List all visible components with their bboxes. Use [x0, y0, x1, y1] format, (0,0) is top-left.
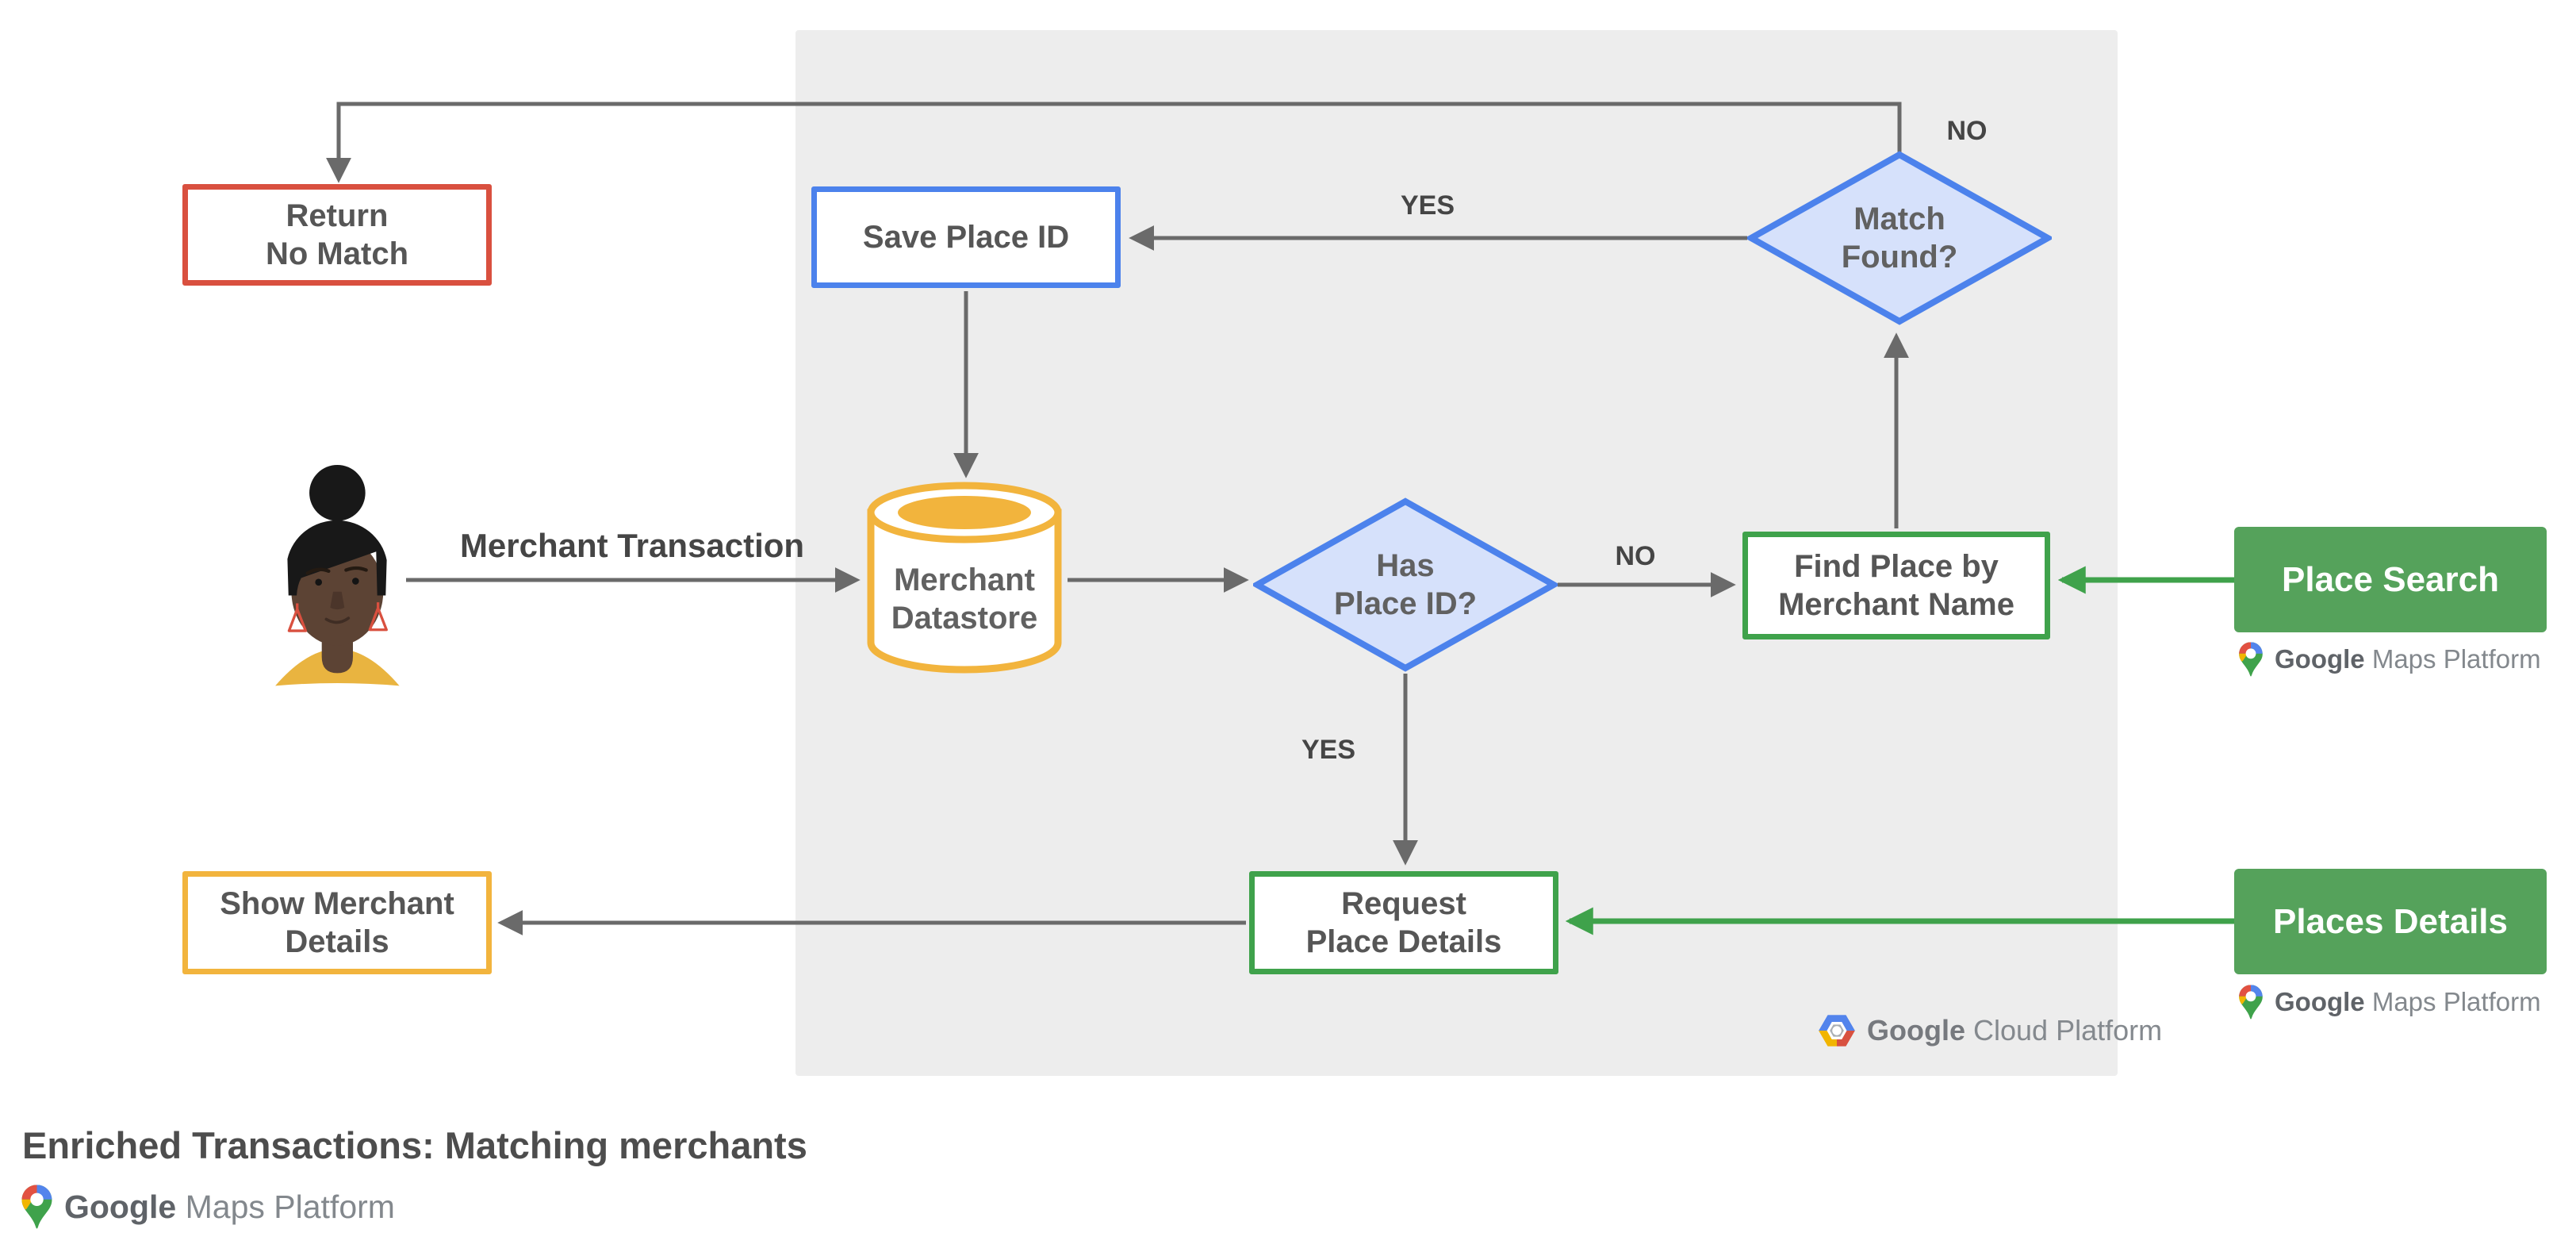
cloud-hexagon-icon — [1818, 1014, 1856, 1047]
gmp-brand: Google — [2275, 644, 2365, 674]
edge-label-merchant-transaction: Merchant Transaction — [459, 527, 805, 564]
node-return-no-match: Return No Match — [182, 184, 492, 286]
decision-match-found: Match Found? — [1747, 151, 2052, 325]
gmp-brand: Google — [2275, 987, 2365, 1016]
gmp-product: Maps Platform — [2371, 987, 2541, 1016]
gmp-product: Maps Platform — [185, 1188, 395, 1225]
maps-pin-icon — [21, 1184, 53, 1230]
api-places-details: Places Details — [2234, 869, 2547, 974]
node-request-place-details: Request Place Details — [1249, 871, 1558, 974]
maps-pin-icon — [2238, 984, 2264, 1020]
user-avatar — [275, 464, 400, 686]
gmp-product: Maps Platform — [2371, 644, 2541, 674]
cylinder-shape — [867, 482, 1062, 674]
edge-label-no-top: NO — [1946, 116, 1988, 146]
datastore-merchant: Merchant Datastore — [864, 479, 1064, 678]
node-save-place-id: Save Place ID — [811, 186, 1121, 288]
gcp-brand: Google — [1867, 1014, 1965, 1047]
gmp-logo-place-search: Google Maps Platform — [2238, 641, 2541, 678]
gcp-product: Cloud Platform — [1973, 1014, 2163, 1047]
gcp-logo: Google Cloud Platform — [1818, 1014, 2162, 1047]
diamond-shape — [1253, 497, 1558, 672]
gmp-logo-text: Google Maps Platform — [2275, 987, 2541, 1017]
api-place-search: Place Search — [2234, 527, 2547, 632]
gmp-logo-text: Google Maps Platform — [2275, 644, 2541, 674]
node-show-merchant-details: Show Merchant Details — [182, 871, 492, 974]
node-find-place-by-merchant-name: Find Place by Merchant Name — [1742, 532, 2050, 639]
gmp-logo-footer: Google Maps Platform — [21, 1184, 395, 1230]
gmp-brand: Google — [64, 1188, 177, 1225]
gmp-logo-text: Google Maps Platform — [64, 1189, 395, 1226]
edge-label-no-mid: NO — [1615, 541, 1656, 571]
decision-has-place-id: Has Place ID? — [1253, 497, 1558, 672]
decision-has-place-id-label: Has Place ID? — [1333, 548, 1478, 621]
decision-match-found-label: Match Found? — [1841, 202, 1958, 275]
diamond-shape — [1747, 151, 2052, 325]
edge-label-yes-top: YES — [1400, 190, 1455, 221]
edge-label-yes-mid: YES — [1301, 735, 1356, 765]
gcp-logo-text: Google Cloud Platform — [1867, 1014, 2162, 1047]
gmp-logo-places-details: Google Maps Platform — [2238, 984, 2541, 1020]
diagram-title: Enriched Transactions: Matching merchant… — [22, 1124, 807, 1166]
datastore-merchant-label: Merchant Datastore — [891, 563, 1038, 636]
maps-pin-icon — [2238, 641, 2264, 678]
